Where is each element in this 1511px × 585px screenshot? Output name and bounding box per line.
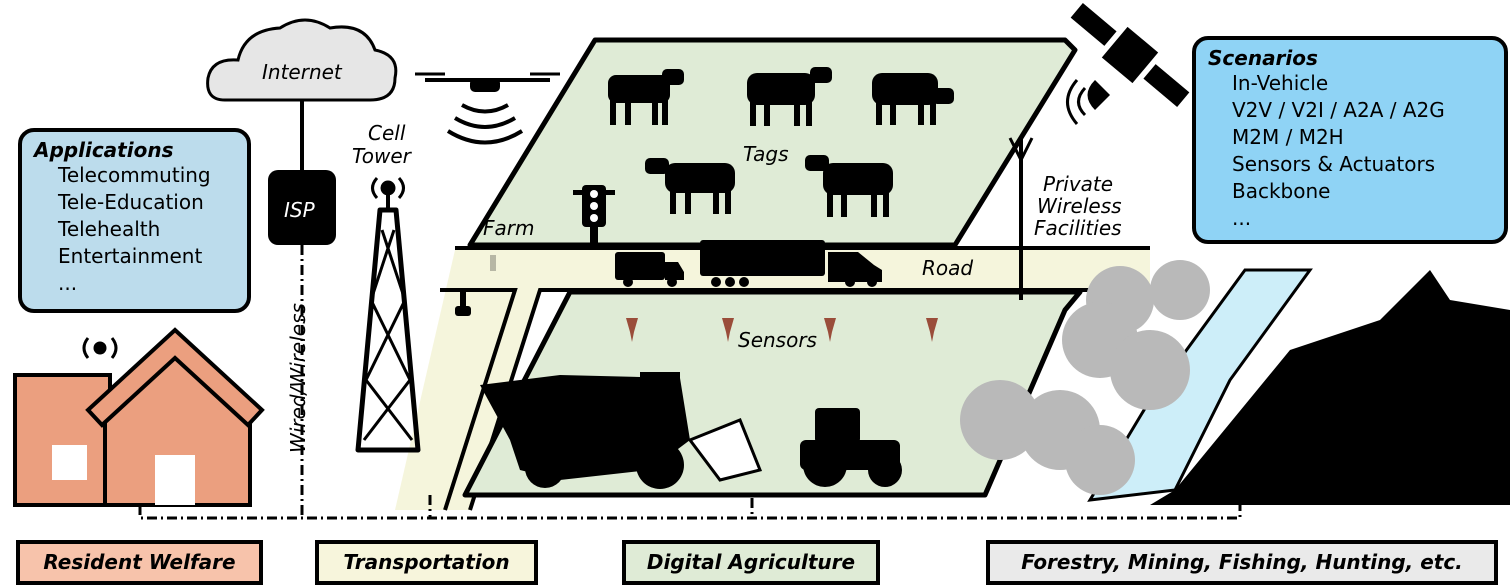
private-antenna-icon: [1008, 137, 1034, 300]
forest: [960, 260, 1210, 495]
applications-item: Entertainment: [58, 244, 203, 268]
category-resident-welfare: Resident Welfare: [16, 540, 263, 585]
scenarios-item: In-Vehicle: [1232, 71, 1329, 95]
private-wireless-label-3: Facilities: [1034, 216, 1122, 240]
house-icon: [13, 327, 265, 507]
isp-label: ISP: [284, 198, 315, 222]
category-transportation: Transportation: [315, 540, 538, 585]
internet-label: Internet: [262, 60, 342, 84]
cell-tower-label-1: Cell: [368, 121, 406, 145]
category-forestry: Forestry, Mining, Fishing, Hunting, etc.: [986, 540, 1498, 585]
tags-label: Tags: [743, 142, 789, 166]
scenarios-item: Sensors & Actuators: [1232, 152, 1436, 176]
applications-title: Applications: [34, 138, 174, 162]
scenarios-item: V2V / V2I / A2A / A2G: [1232, 98, 1445, 122]
scenarios-item: Backbone: [1232, 179, 1331, 203]
mountain: [1150, 270, 1510, 505]
cell-tower-label-2: Tower: [352, 144, 411, 168]
cell-tower-icon: [355, 176, 421, 453]
scenarios-box: Scenarios In-Vehicle V2V / V2I / A2A / A…: [1192, 36, 1508, 244]
private-wireless-label-2: Wireless: [1037, 194, 1122, 218]
ghost-sensor-icon: [490, 255, 496, 271]
scenarios-item: M2M / M2H: [1232, 125, 1344, 149]
private-wireless-label-1: Private: [1043, 172, 1114, 196]
tractor-icon: [800, 408, 902, 487]
applications-item: ...: [58, 271, 78, 295]
farm-label: Farm: [483, 216, 535, 240]
road-label: Road: [922, 256, 974, 280]
satellite-icon: [1066, 1, 1191, 125]
vehicle-icons: [455, 240, 882, 316]
internet-cloud: [206, 18, 398, 102]
category-digital-agriculture: Digital Agriculture: [622, 540, 880, 585]
wired-network-line: [138, 245, 1242, 520]
traffic-light-icon: [573, 185, 615, 245]
cow-icons: [608, 67, 954, 217]
applications-item: Telecommuting: [58, 163, 211, 187]
isp-box: [268, 170, 336, 245]
applications-item: Tele-Education: [58, 190, 204, 214]
harvester-icon: [480, 372, 763, 489]
applications-item: Telehealth: [58, 217, 161, 241]
sensors-label: Sensors: [738, 328, 817, 352]
wired-wireless-label: Wired/Wireless: [286, 303, 310, 453]
applications-box: Applications Telecommuting Tele-Educatio…: [18, 128, 251, 313]
soil-sensor-icons: [626, 318, 938, 342]
scenarios-title: Scenarios: [1208, 46, 1318, 70]
drone-icon: [415, 72, 560, 145]
house-wireless-icon: [82, 337, 118, 359]
scenarios-item: ...: [1232, 206, 1252, 230]
